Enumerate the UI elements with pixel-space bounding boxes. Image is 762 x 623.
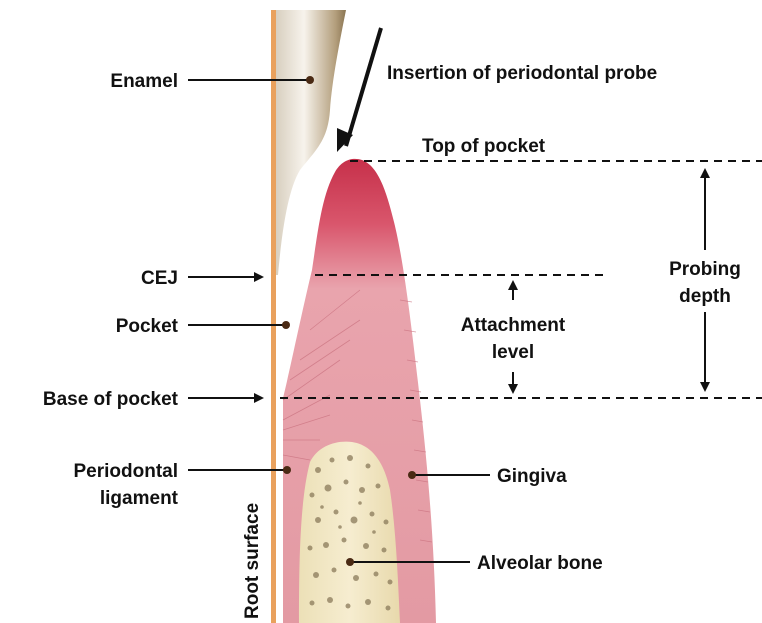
label-probing: Probing xyxy=(669,259,741,280)
label-cej: CEJ xyxy=(141,268,178,289)
gingiva-dot xyxy=(408,471,416,479)
label-top-of-pocket: Top of pocket xyxy=(422,136,546,157)
alveolar-bone-dot xyxy=(346,558,354,566)
ligament-dot xyxy=(283,466,291,474)
label-base-of-pocket: Base of pocket xyxy=(43,389,179,410)
probe-arrow xyxy=(346,28,381,146)
label-depth: depth xyxy=(679,286,731,307)
label-gingiva: Gingiva xyxy=(497,466,567,487)
pocket-dot xyxy=(282,321,290,329)
label-insertion-probe: Insertion of periodontal probe xyxy=(387,63,657,84)
root-surface-line xyxy=(271,10,276,623)
label-periodontal: Periodontal xyxy=(73,461,178,482)
label-enamel: Enamel xyxy=(110,71,178,92)
label-ligament: ligament xyxy=(100,488,179,509)
label-level: level xyxy=(492,342,534,363)
enamel-dot xyxy=(306,76,314,84)
label-pocket: Pocket xyxy=(116,316,179,337)
label-root-surface: Root surface xyxy=(242,503,263,619)
label-attachment: Attachment xyxy=(461,315,566,336)
label-alveolar-bone: Alveolar bone xyxy=(477,553,603,574)
